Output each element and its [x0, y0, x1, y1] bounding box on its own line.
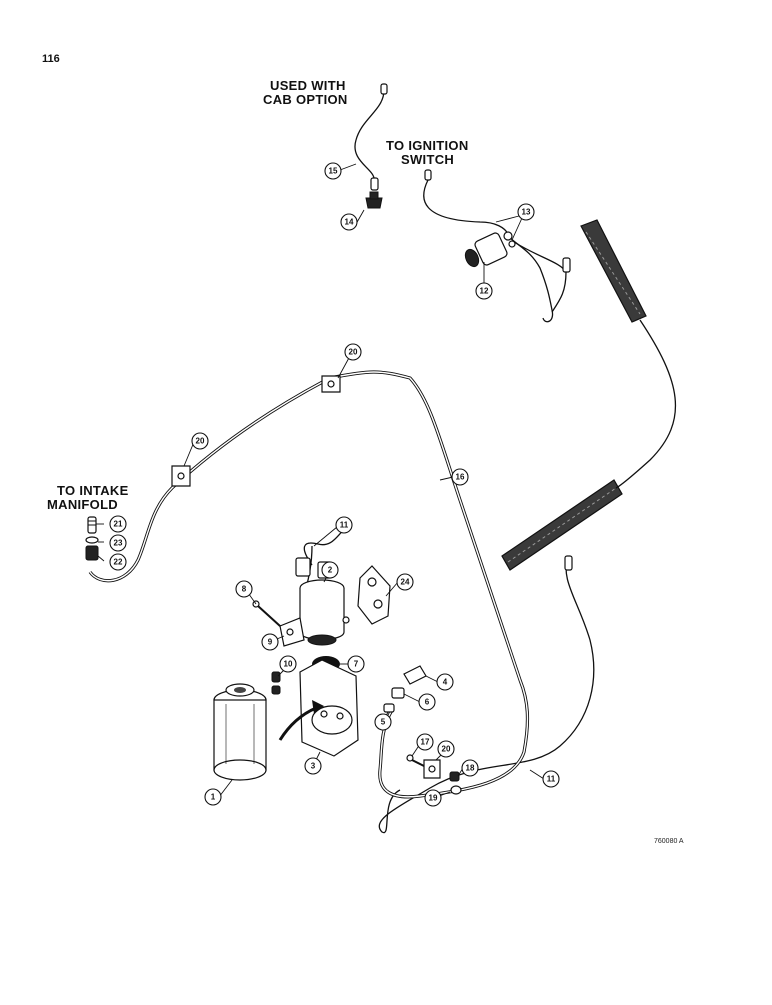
- svg-text:16: 16: [456, 473, 465, 482]
- main-wire-11: [301, 319, 677, 834]
- callout-3: 3: [304, 757, 322, 775]
- callout-21: 21: [109, 515, 127, 533]
- screw-17: [406, 754, 425, 767]
- callout-5: 5: [374, 713, 392, 731]
- svg-text:21: 21: [114, 520, 123, 529]
- fuel-tube-16: [88, 370, 530, 799]
- callout-22: 22: [109, 553, 127, 571]
- intake-fitting-21: [87, 516, 97, 534]
- svg-text:10: 10: [284, 660, 293, 669]
- nut-18: [449, 771, 460, 782]
- svg-text:23: 23: [114, 539, 123, 548]
- bracket-9: [279, 617, 305, 647]
- ignition-annotation: TO IGNITION SWITCH: [386, 138, 469, 167]
- callout-13: 13: [517, 203, 535, 221]
- callout-6: 6: [418, 693, 436, 711]
- svg-text:17: 17: [421, 738, 430, 747]
- callout-11-top: 11: [335, 516, 353, 534]
- svg-text:15: 15: [329, 167, 338, 176]
- nut-10: [271, 671, 281, 695]
- svg-text:3: 3: [311, 762, 316, 771]
- callout-8: 8: [235, 580, 253, 598]
- svg-text:20: 20: [349, 348, 358, 357]
- ignition-wire: [423, 169, 571, 323]
- callout-15: 15: [324, 162, 342, 180]
- svg-text:9: 9: [268, 638, 273, 647]
- callout-10: 10: [279, 655, 297, 673]
- tube-clip-20-left: [171, 465, 191, 487]
- intake-annotation: TO INTAKE MANIFOLD: [47, 483, 129, 512]
- svg-text:CAB OPTION: CAB OPTION: [263, 92, 348, 107]
- elbow-fitting-4: [403, 665, 427, 685]
- callout-7: 7: [347, 655, 365, 673]
- svg-text:14: 14: [345, 218, 354, 227]
- callout-19: 19: [424, 789, 442, 807]
- svg-text:24: 24: [401, 578, 410, 587]
- svg-text:13: 13: [522, 208, 531, 217]
- svg-text:TO INTAKE: TO INTAKE: [57, 483, 129, 498]
- mounting-bracket-24: [357, 565, 391, 625]
- page-number: 116: [42, 53, 60, 65]
- callout-20-top: 20: [344, 343, 362, 361]
- svg-text:SWITCH: SWITCH: [401, 152, 454, 167]
- callout-9: 9: [261, 633, 279, 651]
- tube-clip-20-top: [321, 375, 341, 393]
- callout-23: 23: [109, 534, 127, 552]
- callout-14: 14: [340, 213, 358, 231]
- cab-option-annotation: USED WITH CAB OPTION: [263, 78, 348, 107]
- svg-text:12: 12: [480, 287, 489, 296]
- svg-text:TO IGNITION: TO IGNITION: [386, 138, 469, 153]
- svg-text:19: 19: [429, 794, 438, 803]
- callout-4: 4: [436, 673, 454, 691]
- svg-text:MANIFOLD: MANIFOLD: [47, 497, 118, 512]
- sleeve-5: [383, 703, 395, 713]
- callout-20-extra: 20: [0, 0, 5, 5]
- callout-2: 2: [321, 561, 339, 579]
- callout-17: 17: [416, 733, 434, 751]
- svg-text:8: 8: [242, 585, 247, 594]
- canister-housing-3: [299, 659, 359, 757]
- washer-19: [450, 785, 462, 795]
- svg-text:18: 18: [466, 764, 475, 773]
- callout-12: 12: [475, 282, 493, 300]
- callout-20-left: 20: [191, 432, 209, 450]
- cab-connector-14: [365, 191, 383, 209]
- drawing-reference: 760080 A: [654, 838, 684, 845]
- ether-canister-1: [213, 683, 267, 781]
- callout-1: 1: [204, 788, 222, 806]
- svg-text:4: 4: [443, 678, 448, 687]
- callout-16: 16: [451, 468, 469, 486]
- intake-nut-22: [85, 545, 99, 561]
- screw-8: [252, 600, 281, 627]
- svg-text:22: 22: [114, 558, 123, 567]
- svg-text:20: 20: [442, 745, 451, 754]
- svg-text:6: 6: [425, 698, 430, 707]
- lower-sleeve: [501, 479, 623, 571]
- callout-11-right: 11: [542, 770, 560, 788]
- cab-option-wire: [354, 83, 388, 191]
- tube-clip-20-bottom: [423, 759, 441, 779]
- svg-text:11: 11: [547, 775, 556, 784]
- svg-text:2: 2: [328, 566, 333, 575]
- svg-text:USED WITH: USED WITH: [270, 78, 346, 93]
- assembly-arrow: [278, 700, 324, 741]
- svg-text:7: 7: [354, 660, 359, 669]
- callout-11-bottom: 11: [0, 0, 5, 5]
- svg-text:11: 11: [340, 521, 349, 530]
- svg-text:1: 1: [211, 793, 216, 802]
- ignition-switch-12: [464, 231, 516, 268]
- callout-18: 18: [461, 759, 479, 777]
- svg-text:5: 5: [381, 718, 386, 727]
- upper-sleeve: [580, 219, 647, 323]
- solenoid-valve-2: [295, 557, 350, 646]
- nut-6: [391, 687, 405, 699]
- callout-24: 24: [396, 573, 414, 591]
- intake-washer-23: [85, 536, 99, 544]
- svg-text:20: 20: [196, 437, 205, 446]
- callout-20-bottom: 20: [437, 740, 455, 758]
